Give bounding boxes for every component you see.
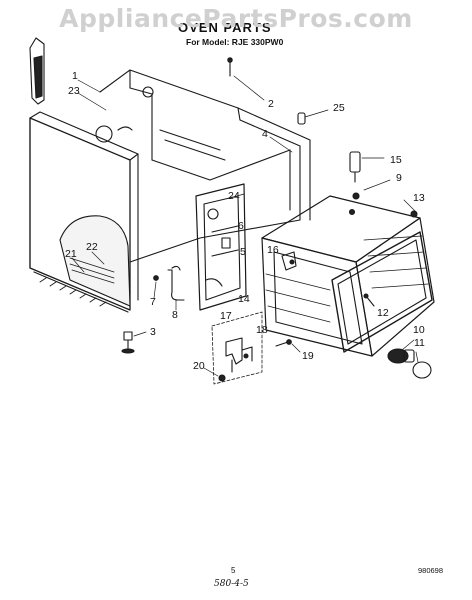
light-socket-and-bulb xyxy=(387,339,432,379)
callout-7: 7 xyxy=(150,296,156,308)
lower-bracket-assembly xyxy=(211,311,263,385)
handwritten-note: 580-4-5 xyxy=(214,579,249,589)
callout-21: 21 xyxy=(65,248,77,260)
callout-20: 20 xyxy=(193,360,205,372)
leveling-leg xyxy=(121,331,147,354)
page-number: 5 xyxy=(231,566,236,575)
callout-8: 8 xyxy=(172,309,178,321)
callout-9: 9 xyxy=(396,172,402,184)
front-frame xyxy=(195,183,247,311)
side-trim-strip xyxy=(29,37,45,105)
nut-part-20 xyxy=(203,367,226,382)
screw-part-19 xyxy=(275,339,301,353)
callout-4: 4 xyxy=(262,128,268,140)
diagram-title: OVEN PARTS xyxy=(178,20,272,35)
oven-liner xyxy=(261,195,435,357)
callout-2: 2 xyxy=(268,98,274,110)
document-code: 980698 xyxy=(418,566,444,575)
callout-25: 25 xyxy=(333,102,345,114)
callout-10: 10 xyxy=(413,324,425,336)
callout-labels: 1234567891011121314151617181920212223242… xyxy=(65,70,425,372)
screw-part-2 xyxy=(227,57,265,101)
spacer-part-25 xyxy=(297,109,329,125)
callout-14: 14 xyxy=(238,293,250,305)
callout-18: 18 xyxy=(256,324,268,336)
callout-5: 5 xyxy=(240,246,246,258)
callout-16: 16 xyxy=(267,244,279,256)
callout-24: 24 xyxy=(228,190,240,202)
post-part-15 xyxy=(349,151,391,200)
callout-15: 15 xyxy=(390,154,402,166)
callout-23: 23 xyxy=(68,85,80,97)
bracket-part-8 xyxy=(153,265,185,311)
callout-22: 22 xyxy=(86,241,98,253)
model-subtitle: For Model: RJE 330PW0 xyxy=(186,37,284,47)
callout-17: 17 xyxy=(220,310,232,322)
cabinet-body xyxy=(29,69,311,313)
callout-19: 19 xyxy=(302,350,314,362)
callout-13: 13 xyxy=(413,192,425,204)
callout-11: 11 xyxy=(414,337,425,349)
callout-12: 12 xyxy=(377,307,389,319)
callout-6: 6 xyxy=(238,220,244,232)
watermark: AppliancePartsPros.com xyxy=(59,4,413,33)
callout-1: 1 xyxy=(72,70,78,82)
callout-3: 3 xyxy=(150,326,156,338)
